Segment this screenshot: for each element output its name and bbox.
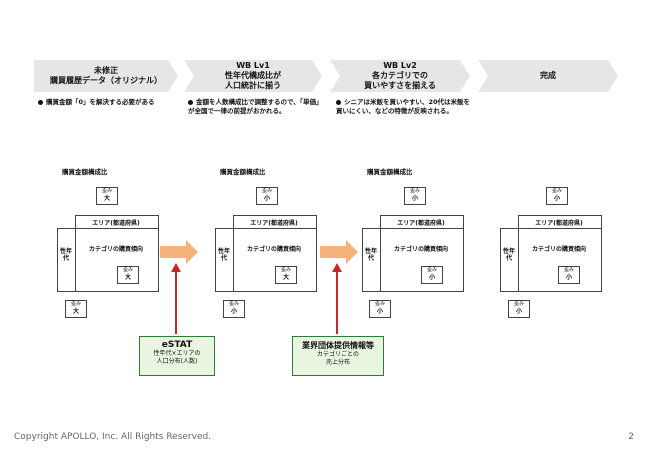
source-line: 人口分布(人数) [156,358,198,365]
sex-age-label: 性年代 [503,248,516,262]
distortion-bubble-sexage: 歪み大 [65,300,87,318]
distortion-level: 大 [72,308,79,315]
orange-arrow-icon [320,240,358,264]
area-label: エリア(都道府県) [397,220,445,227]
source-title: eSTAT [161,340,193,350]
distortion-level: 小 [376,308,383,315]
orange-arrow-icon [160,240,198,264]
distortion-bubble-sexage: 歪み小 [223,300,245,318]
distortion-level: 小 [263,195,270,202]
red-arrow-head-icon [171,263,181,272]
distortion-level: 小 [230,308,237,315]
step-note-1: 金額を人数構成比で調整するので、「単価」が全国で一律の前提がおかれる。 [188,98,328,116]
diagram-title: 購買金額構成比 [62,168,108,176]
area-label: エリア(都道府県) [535,220,583,227]
step-note-text: 購買金額「0」を解決する必要がある [46,98,155,106]
distortion-level: 小 [553,195,560,202]
source-line: 性年代×エリアの [153,350,201,357]
matrix-body [75,228,159,292]
step-label-2: 各カテゴリでの [372,71,428,80]
source-box-industry: 業界団体提供情報等 カテゴリごとの 売上分布 [292,336,384,376]
category-label: カテゴリの購買傾向 [531,246,586,253]
bullet-icon [38,99,43,105]
chevron-shape [478,60,618,92]
step-chevron-2: WB Lv2 各カテゴリでの 買いやすさを揃える [330,60,470,92]
source-line: 売上分布 [325,359,350,366]
area-label: エリア(都道府県) [250,220,298,227]
step-chevron-3: 完成 [478,60,618,92]
step-label-1: 完成 [540,71,556,80]
distortion-bubble-area: 歪み大 [96,187,118,205]
sex-age-label: 性年代 [365,248,378,262]
bullet-icon [188,99,193,105]
page-number: 2 [628,432,634,442]
red-arrow-head-icon [332,263,342,272]
bullet-icon [336,99,341,105]
step-chevron-1: WB Lv1 性年代構成比が 人口統計に揃う [184,60,322,92]
source-line: カテゴリごとの [317,351,359,358]
diagram-title: 購買金額構成比 [220,168,266,176]
distortion-level: 小 [565,274,572,281]
copyright-footer: Copyright APOLLO, Inc. All Rights Reserv… [14,432,212,442]
distortion-bubble-category: 歪み大 [117,266,139,284]
distortion-bubble-area: 歪み小 [404,187,426,205]
distortion-level: 大 [124,274,131,281]
distortion-level: 小 [515,308,522,315]
step-note-text: 金額を人数構成比で調整するので、「単価」が全国で一律の前提がおかれる。 [188,98,323,115]
distortion-bubble-area: 歪み小 [256,187,278,205]
step-note-2: シニアは米飯を買いやすい、20代は米飯を買いにくい、などの特徴が反映される。 [336,98,476,116]
sex-age-label: 性年代 [218,248,231,262]
chevron-shape [184,60,322,92]
distortion-bubble-category: 歪み大 [275,266,297,284]
distortion-level: 大 [282,274,289,281]
distortion-bubble-sexage: 歪み小 [508,300,530,318]
step-label-2: 性年代構成比が [225,71,281,80]
matrix-body [380,228,464,292]
step-label-3: 人口統計に揃う [225,81,281,90]
category-label: カテゴリの購買傾向 [88,246,143,253]
distortion-level: 小 [428,274,435,281]
step-label-1: WB Lv2 [383,61,417,70]
source-title: 業界団体提供情報等 [302,341,374,350]
distortion-level: 大 [103,195,110,202]
source-box-estat: eSTAT 性年代×エリアの 人口分布(人数) [139,336,215,376]
distortion-bubble-category: 歪み小 [558,266,580,284]
step-label-1: 未修正 [94,66,118,75]
category-label: カテゴリの購買傾向 [393,246,448,253]
step-chevron-0: 未修正 購買履歴データ（オリジナル） [34,60,178,92]
distortion-level: 小 [411,195,418,202]
distortion-bubble-area: 歪み小 [546,187,568,205]
step-label-1: WB Lv1 [236,61,270,70]
distortion-bubble-category: 歪み小 [421,266,443,284]
diagram-title: 購買金額構成比 [367,168,413,176]
distortion-bubble-sexage: 歪み小 [369,300,391,318]
step-note-text: シニアは米飯を買いやすい、20代は米飯を買いにくい、などの特徴が反映される。 [336,98,471,115]
area-label: エリア(都道府県) [92,220,140,227]
step-note-0: 購買金額「0」を解決する必要がある [38,98,178,107]
chevron-shape [330,60,470,92]
step-label-2: 購買履歴データ（オリジナル） [50,76,162,85]
step-label-3: 買いやすさを揃える [364,81,436,90]
category-label: カテゴリの購買傾向 [246,246,301,253]
chevron-shape [34,60,178,92]
sex-age-label: 性年代 [60,248,73,262]
